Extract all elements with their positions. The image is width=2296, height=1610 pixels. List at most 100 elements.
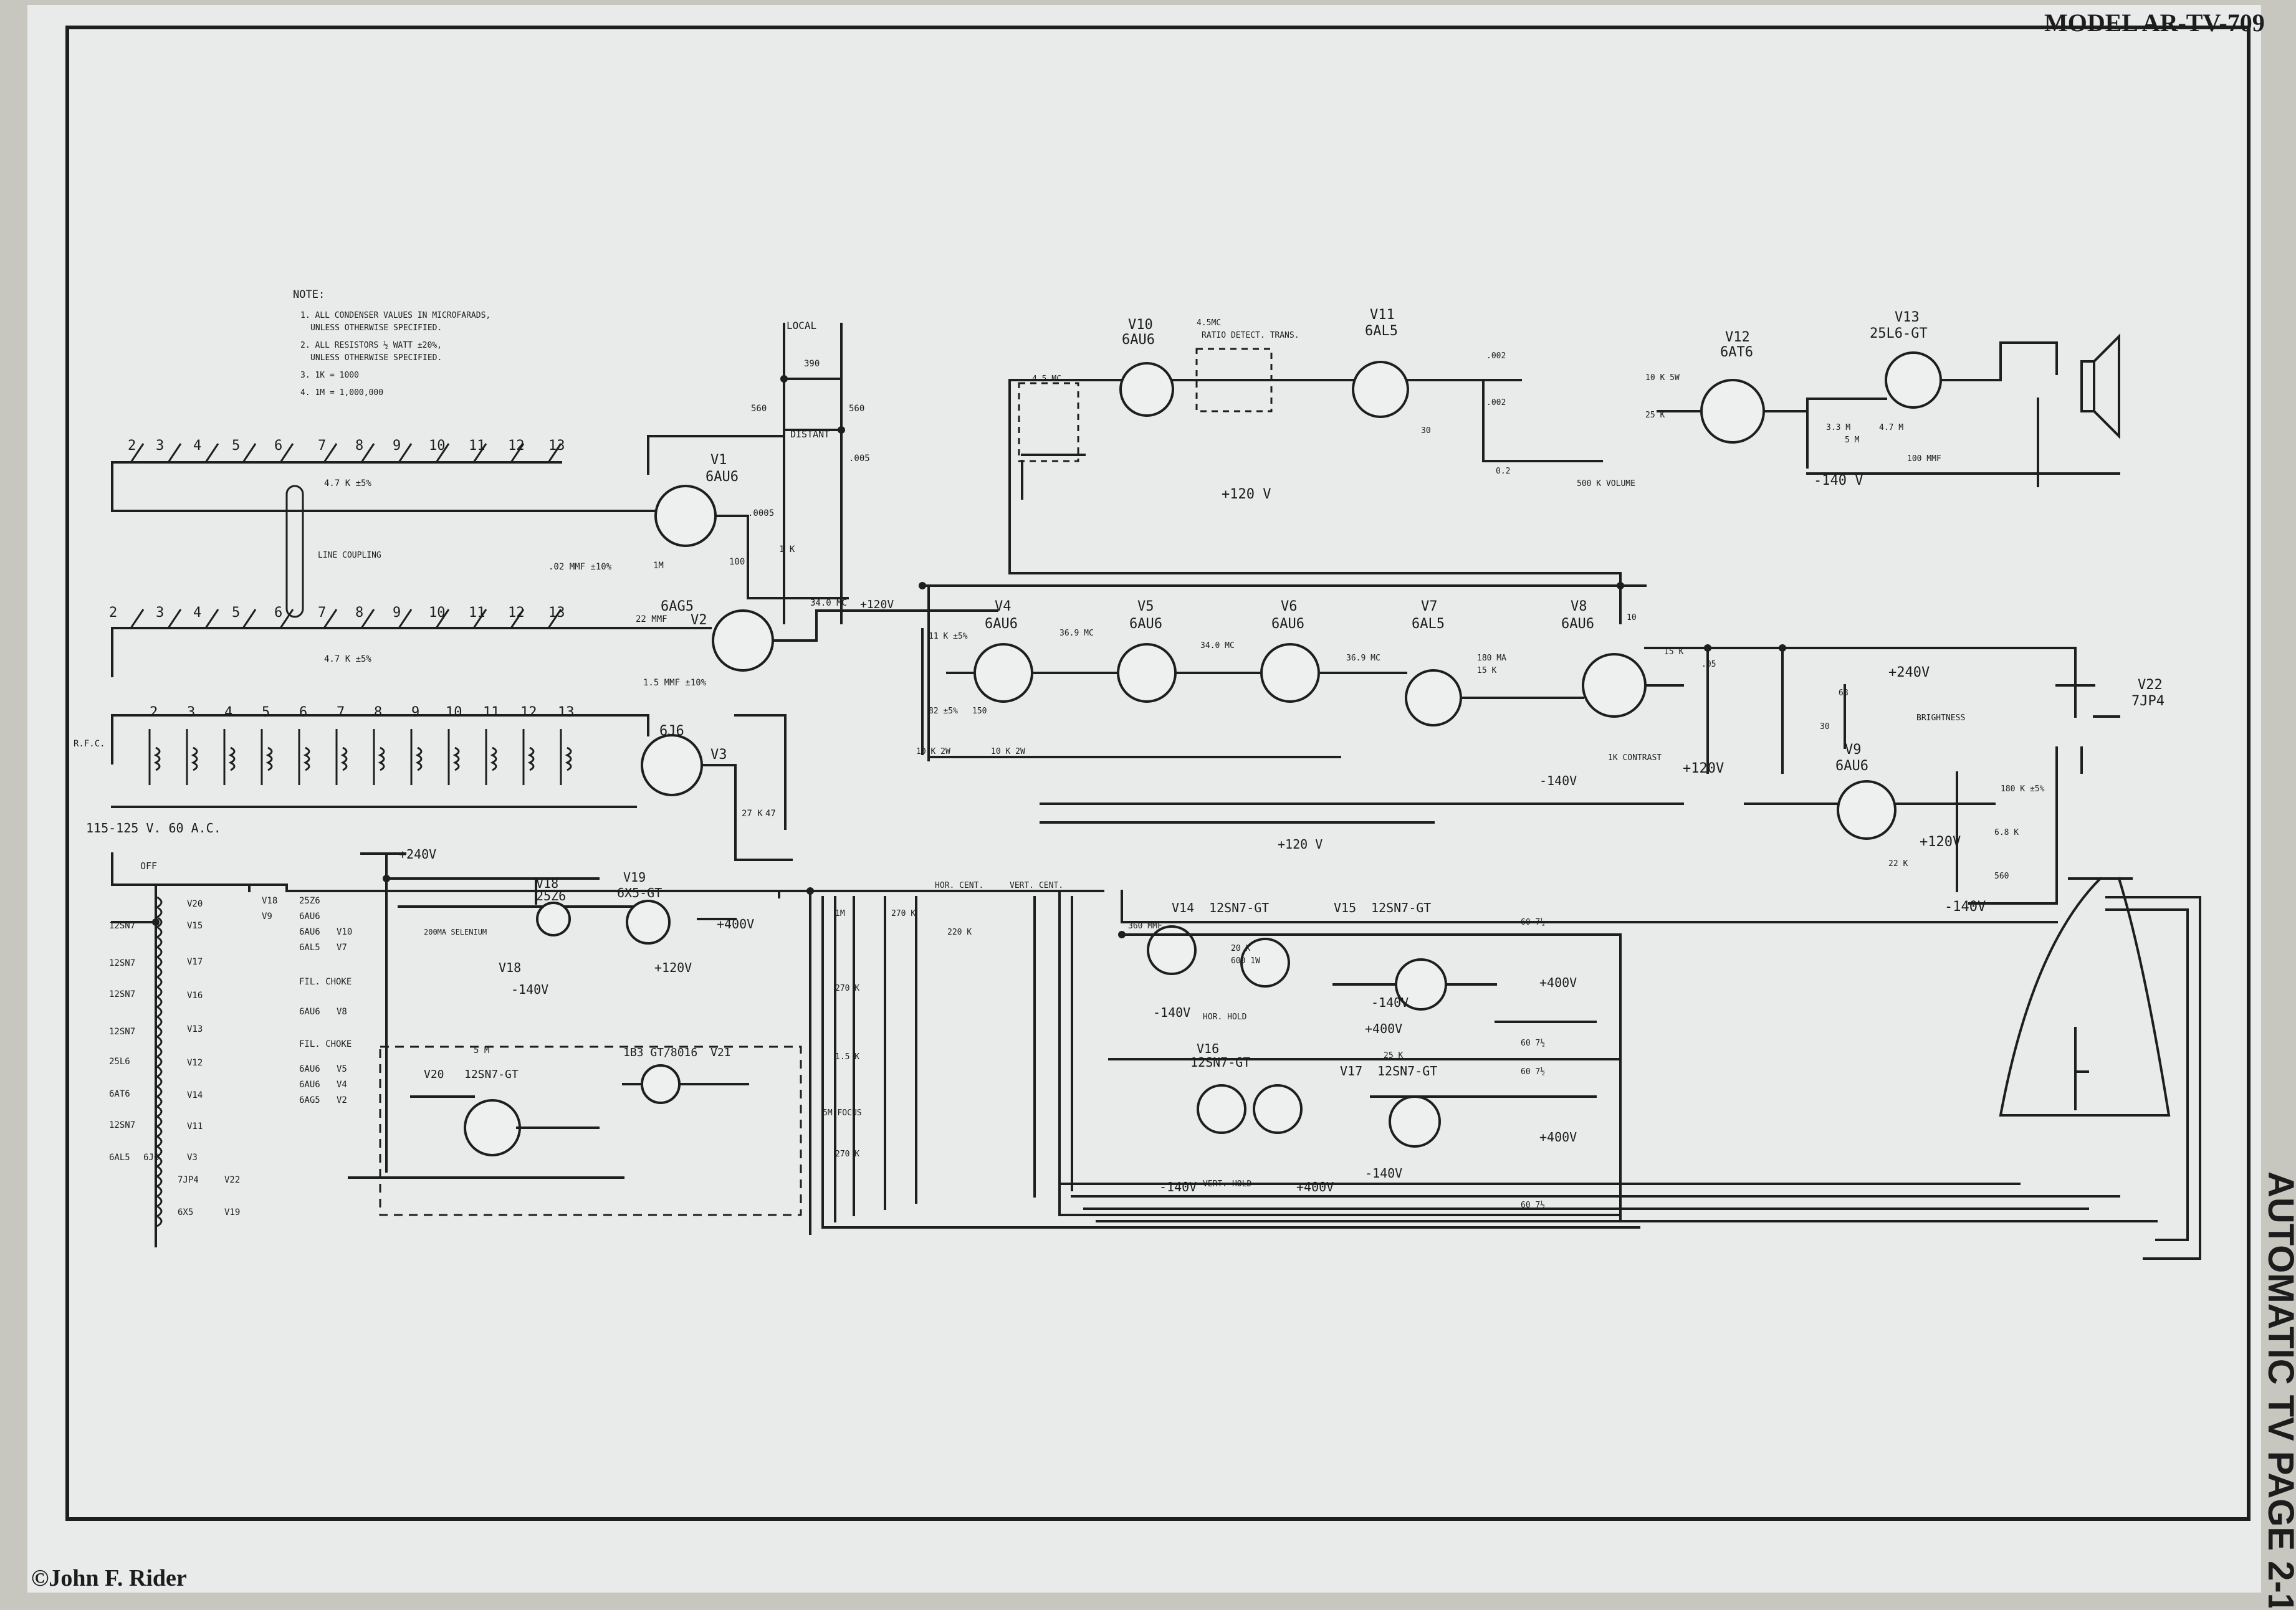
if-label: 4.5 MC: [1032, 374, 1061, 384]
capacitor-label: .005: [849, 454, 870, 464]
b-minus-label: -140V: [1539, 773, 1577, 788]
local-label: LOCAL: [787, 320, 816, 331]
filament-tube: 25Z6: [299, 896, 320, 906]
channel-number: 8: [374, 705, 382, 720]
tube-label: 25L6-GT: [1870, 326, 1928, 341]
channel-number: 8: [355, 605, 363, 621]
resistor-label: 4.7 K ±5%: [324, 479, 371, 488]
if-label: 4.5MC: [1197, 318, 1221, 328]
tube-label: 6AU6: [706, 469, 739, 485]
tube-label: V20: [424, 1068, 444, 1081]
resistor-label: 180 MA: [1477, 654, 1506, 663]
resistor-label: 1.5 K: [835, 1052, 859, 1062]
channel-number: 10: [429, 438, 446, 454]
filament-tube: 6AU6: [299, 912, 320, 922]
resistor-label: 270 K: [835, 1150, 859, 1159]
filament-ref: V14: [187, 1090, 203, 1100]
channel-number: 8: [355, 438, 363, 454]
capacitor-label: 10 K 5W: [1645, 373, 1680, 383]
channel-number: 4: [193, 605, 201, 621]
resistor-label: .002: [1486, 398, 1506, 407]
tube-v3: [641, 734, 703, 796]
filament-ref: V19: [224, 1208, 240, 1217]
filament-tube: 25L6: [109, 1057, 130, 1067]
capacitor-label: 60 7½: [1521, 1067, 1545, 1077]
channel-number: 4: [224, 705, 232, 720]
tube-label: 6AU6: [1129, 616, 1162, 632]
b-plus-label: +120V: [860, 598, 894, 611]
filament-ref: V13: [187, 1024, 203, 1034]
channel-number: 4: [193, 438, 201, 454]
resistor-label: 68: [1839, 688, 1849, 698]
filament-ref: V20: [187, 899, 203, 909]
resistor-label: 100 MMF: [1907, 454, 1941, 464]
resistor-label: 600 1W: [1231, 956, 1260, 966]
channel-number: 5: [232, 438, 240, 454]
note-line: UNLESS OTHERWISE SPECIFIED.: [310, 323, 442, 333]
if-label: 34.0 MC: [1200, 641, 1235, 650]
ac-input-label: 115-125 V. 60 A.C.: [86, 821, 221, 836]
filament-ref: V16: [187, 991, 203, 1001]
capacitor-label: 60 7½: [1521, 1201, 1545, 1210]
tube-v1: [654, 485, 717, 547]
channel-number: 11: [483, 705, 500, 720]
resistor-label: 5 M: [1845, 436, 1860, 445]
tube-v7: [1405, 669, 1462, 726]
resistor-label: 390: [804, 359, 820, 369]
filament-tube: 6AU6: [299, 1080, 320, 1090]
resistor-label: 270 K: [891, 909, 916, 918]
focus-label: 5M FOCUS: [823, 1108, 862, 1118]
b-plus-label: +400V: [1539, 975, 1577, 990]
tube-label: 12SN7-GT: [1190, 1055, 1250, 1070]
tube-label: V1: [710, 452, 727, 468]
rfc-label: R.F.C.: [74, 739, 105, 749]
filament-tube: 6AG5: [299, 1095, 320, 1105]
capacitor-label: 11 K ±5%: [929, 632, 968, 641]
tube-label: V9: [1845, 742, 1862, 758]
channel-number: 5: [232, 605, 240, 621]
tube-v2: [712, 609, 774, 672]
b-plus-label: +120 V: [1222, 487, 1271, 502]
note-line: 2. ALL RESISTORS ½ WATT ±20%,: [300, 341, 442, 350]
filament-ref: V22: [224, 1175, 240, 1185]
vert-hold-label: VERT. HOLD: [1203, 1179, 1251, 1189]
filament-ref: V15: [187, 921, 203, 931]
tube-v13: [1885, 351, 1942, 409]
channel-number: 12: [508, 438, 525, 454]
resistor-label: 27 K: [742, 809, 763, 819]
tube-label: 7JP4: [2131, 693, 2164, 709]
page-title: AUTOMATIC TV PAGE 2-1: [2260, 1171, 2296, 1608]
resistor-label: 100: [729, 557, 745, 567]
filament-tube: 6AU6: [299, 1007, 320, 1017]
tube-label: V8: [1571, 599, 1587, 614]
selenium-label: 200MA SELENIUM: [424, 928, 487, 936]
capacitor-label: 6.8 K: [1994, 828, 2019, 837]
channel-number: 7: [337, 705, 345, 720]
tube-label: 6X5-GT: [617, 885, 662, 900]
b-plus-label: +120V: [1920, 834, 1961, 850]
tube-label: V13: [1895, 310, 1920, 325]
volume-label: 500 K VOLUME: [1577, 479, 1635, 488]
resistor-label: .002: [1486, 351, 1506, 361]
sweep-section: HOR. CENT. VERT. CENT. 5M FOCUS V14 12SN…: [778, 881, 2158, 1235]
tube-label: 1B3 GT/8016: [623, 1046, 697, 1059]
b-minus-label: -140V: [1153, 1005, 1190, 1020]
tube-label: 6AU6: [1835, 758, 1868, 774]
tube-label: V5: [1137, 599, 1154, 614]
resistor-label: 25 K: [1384, 1051, 1403, 1060]
resistor-label: 4.7 M: [1879, 423, 1903, 432]
tube-label: V4: [995, 599, 1012, 614]
tube-label: 6AL5: [1365, 323, 1398, 339]
capacitor-label: .0005: [748, 508, 774, 518]
filament-ref: V2: [337, 1095, 347, 1105]
b-minus-label: -140V: [511, 982, 548, 997]
channel-number: 3: [156, 438, 164, 454]
channel-number: 9: [393, 605, 401, 621]
note-line: 4. 1M = 1,000,000: [300, 388, 383, 398]
filament-tube: 12SN7: [109, 921, 135, 931]
b-minus-label: -140 V: [1814, 473, 1863, 488]
resistor-label: 560: [1994, 872, 2009, 881]
choke-label: FIL. CHOKE: [299, 1039, 352, 1049]
filament-ref: V4: [337, 1080, 347, 1090]
resistor-label: 3.3 M: [1826, 423, 1850, 432]
